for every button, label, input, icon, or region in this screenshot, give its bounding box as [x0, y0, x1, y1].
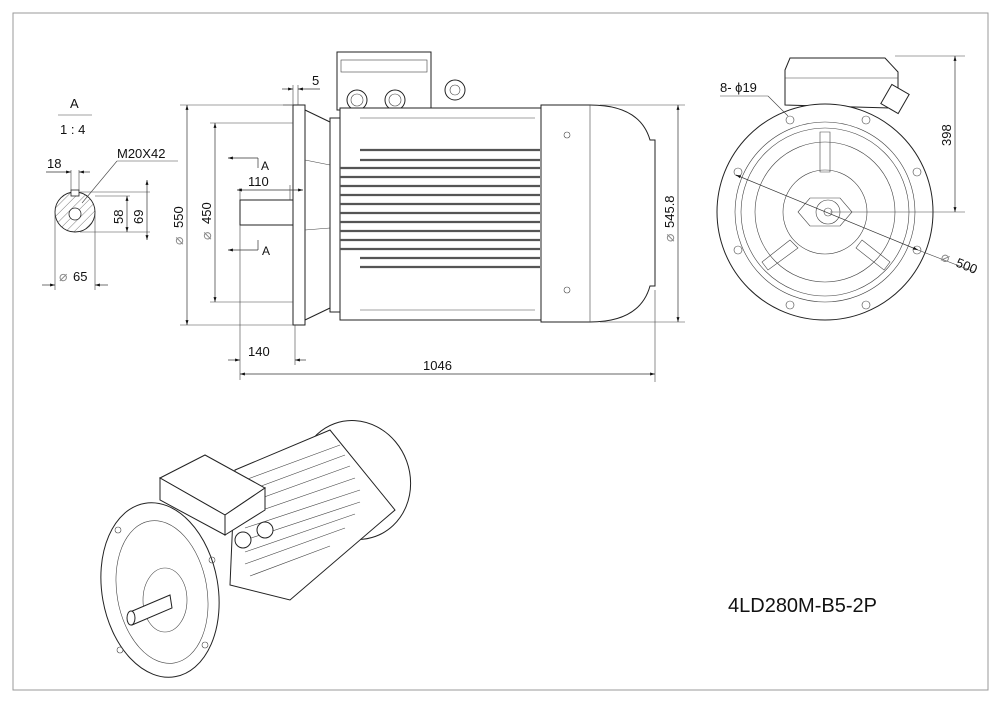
overall-length-label: 1046 — [423, 358, 452, 373]
isometric-view — [100, 420, 412, 678]
pcd-diameter-symbol: ⌀ — [939, 248, 953, 266]
side-view: ⌀ 550 ⌀ 450 A A 110 5 140 1046 ⌀ 545.8 — [170, 51, 685, 382]
bolt-holes — [733, 115, 922, 310]
section-label: A — [70, 96, 79, 111]
end-view: 8- ϕ19 398 ⌀ 500 — [716, 55, 980, 321]
dim-58: 58 — [111, 210, 126, 224]
flange-diameter-symbol: ⌀ — [170, 237, 186, 245]
section-a-view: A 1 : 4 18 M20X42 58 69 ⌀ 65 — [42, 96, 178, 290]
pcd-label: 500 — [954, 255, 980, 277]
holes-label: 8- ϕ19 — [720, 80, 757, 95]
spigot-diameter-symbol: ⌀ — [198, 232, 214, 240]
height-label: 398 — [939, 124, 954, 146]
section-scale: 1 : 4 — [60, 122, 85, 137]
body-diameter-label: 545.8 — [662, 195, 677, 228]
model-designation: 4LD280M-B5-2P — [728, 595, 877, 617]
spigot-diameter-label: 450 — [199, 202, 214, 224]
dim-69: 69 — [131, 210, 146, 224]
shaft-length-label: 110 — [248, 174, 269, 189]
diameter-symbol: ⌀ — [59, 268, 67, 284]
drawing-frame — [12, 12, 989, 691]
thread-label: M20X42 — [117, 146, 165, 161]
shaft-diameter-label: 65 — [73, 269, 87, 284]
section-marker-bottom: A — [262, 244, 270, 258]
key-width-label: 18 — [47, 156, 61, 171]
flange-to-shaft-label: 140 — [248, 344, 270, 359]
section-marker-top: A — [261, 159, 269, 173]
flange-gap-label: 5 — [312, 73, 319, 88]
cooling-fins — [340, 148, 540, 269]
flange-diameter-label: 550 — [171, 206, 186, 228]
body-diameter-symbol: ⌀ — [661, 234, 677, 242]
